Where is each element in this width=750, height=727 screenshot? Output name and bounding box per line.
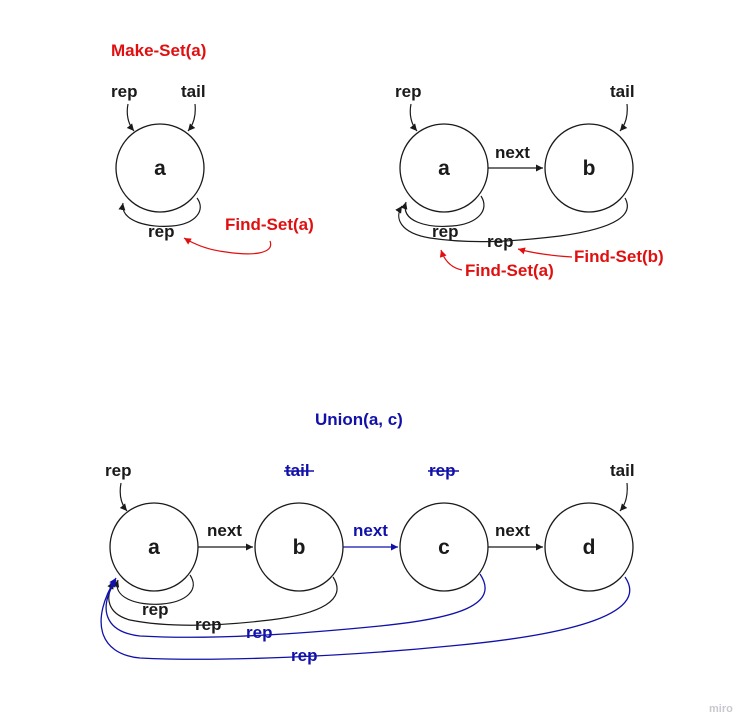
self-rep-label: rep	[148, 222, 174, 241]
rep-c-label-3: rep	[246, 623, 272, 642]
tail-pointer-label-2: tail	[610, 82, 635, 101]
next-label-cd-3: next	[495, 521, 530, 540]
rep-d-label-3: rep	[291, 646, 317, 665]
self-rep-loop	[118, 197, 201, 227]
find-set-a-label-2: Find-Set(a)	[465, 261, 554, 280]
rep-b-label-2: rep	[487, 232, 513, 251]
rep-a-label-3: rep	[142, 600, 168, 619]
next-label-ab-2: next	[495, 143, 530, 162]
node-a	[115, 123, 205, 213]
rep-pointer-label: rep	[111, 82, 137, 101]
miro-watermark: miro	[709, 703, 733, 715]
rep-pointer-arrow-3	[119, 482, 128, 512]
tail-pointer-arrow-3	[619, 482, 628, 512]
rep-a-label-2: rep	[432, 222, 458, 241]
next-label-ab-3: next	[207, 521, 242, 540]
node-a-3-label: a	[148, 536, 160, 559]
rep-b-label-3: rep	[195, 615, 221, 634]
two-node-diagram: rep tail a b next rep rep Find-Set(b) Fi…	[395, 82, 664, 280]
make-set-diagram: Make-Set(a) rep tail a rep Find-Set(a)	[111, 41, 314, 255]
rep-pointer-label-2: rep	[395, 82, 421, 101]
rep-d-arrow-3	[100, 576, 631, 660]
rep-a-loop-3	[112, 574, 194, 605]
rep-c-arrow-3	[105, 573, 486, 638]
find-set-a-arrow-2	[439, 249, 463, 271]
node-b-3-label: b	[293, 536, 306, 559]
tail-pointer-label: tail	[181, 82, 206, 101]
node-d-3-label: d	[583, 536, 596, 559]
rep-pointer-label-3: rep	[105, 461, 131, 480]
node-b-2-label: b	[583, 157, 596, 180]
find-set-a-label: Find-Set(a)	[225, 215, 314, 234]
tail-pointer-arrow-2	[619, 103, 628, 132]
tail-pointer-label-3: tail	[610, 461, 635, 480]
self-rep-loop-a-2	[400, 195, 485, 227]
find-set-b-label: Find-Set(b)	[574, 247, 664, 266]
find-set-a-arrow	[183, 237, 272, 255]
rep-b-arrow-3	[107, 576, 338, 626]
rep-b-arrow-2	[395, 197, 628, 243]
make-set-title: Make-Set(a)	[111, 41, 206, 60]
tail-pointer-arrow	[187, 103, 196, 132]
node-b-2	[544, 123, 634, 213]
node-a-2-label: a	[438, 157, 450, 180]
union-title: Union(a, c)	[315, 410, 403, 429]
node-c-3-label: c	[438, 536, 450, 559]
next-label-bc-3: next	[353, 521, 388, 540]
union-diagram: Union(a, c) rep tail rep tail a b c d ne…	[100, 410, 635, 665]
node-a-label: a	[154, 157, 166, 180]
find-set-b-arrow	[517, 247, 573, 258]
rep-pointer-arrow	[126, 103, 135, 132]
rep-pointer-arrow-2	[409, 103, 418, 132]
node-d-3	[544, 502, 634, 592]
